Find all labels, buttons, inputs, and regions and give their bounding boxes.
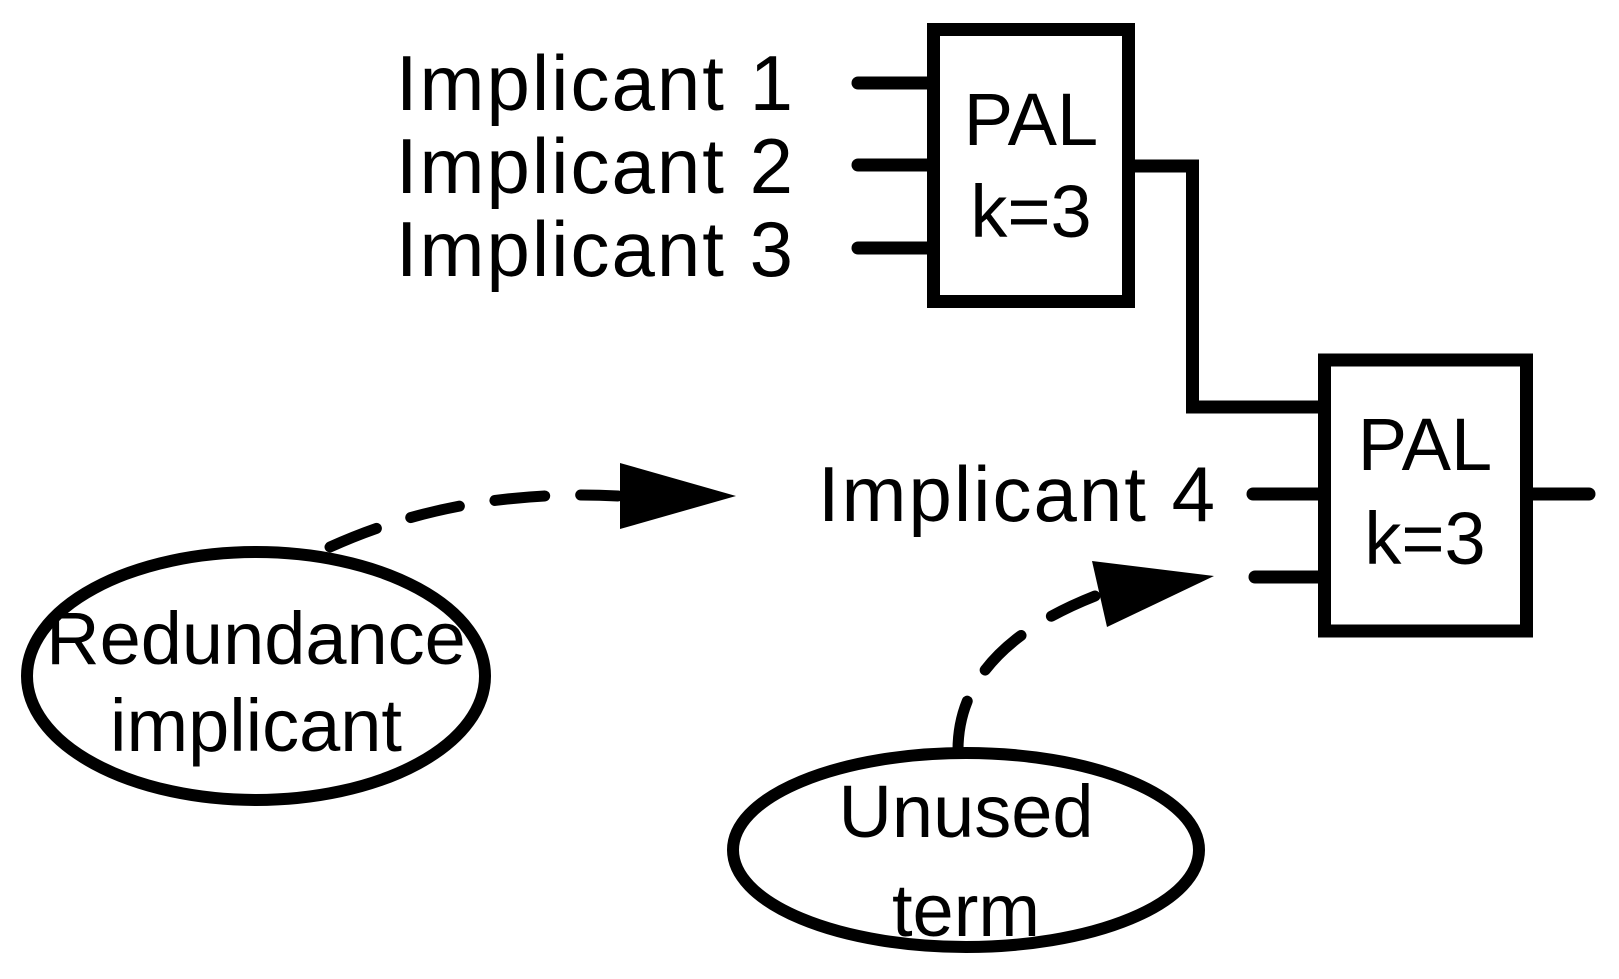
redundance-arrow-curve [324, 489, 624, 553]
redundance-label-line2: implicant [110, 684, 402, 767]
redundance-arrowhead-icon [620, 463, 736, 529]
pal-bottom-k-label: k=3 [1364, 497, 1485, 580]
pal-bottom-box [1318, 353, 1533, 638]
unused-term-ellipse [727, 747, 1205, 953]
unused-label-line1: Unused [838, 770, 1093, 853]
unused-arrow-curve [952, 590, 1101, 756]
unused-label-line2: term [892, 869, 1040, 952]
implicant2-label: Implicant 2 [396, 122, 795, 210]
redundance-label-line1: Redundance [46, 597, 466, 680]
pal-top-title: PAL [964, 78, 1098, 161]
redundance-implicant-ellipse [21, 546, 491, 806]
implicant1-label: Implicant 1 [396, 39, 795, 127]
pal-bottom-title: PAL [1358, 403, 1492, 486]
pal-top-box [927, 23, 1135, 308]
unused-arrowhead-icon [1092, 561, 1214, 627]
pal-top-to-pal-bottom-wire [1128, 159, 1322, 414]
implicant3-label: Implicant 3 [396, 205, 795, 293]
pal-top-k-label: k=3 [970, 170, 1091, 253]
implicant4-label: Implicant 4 [818, 450, 1217, 538]
